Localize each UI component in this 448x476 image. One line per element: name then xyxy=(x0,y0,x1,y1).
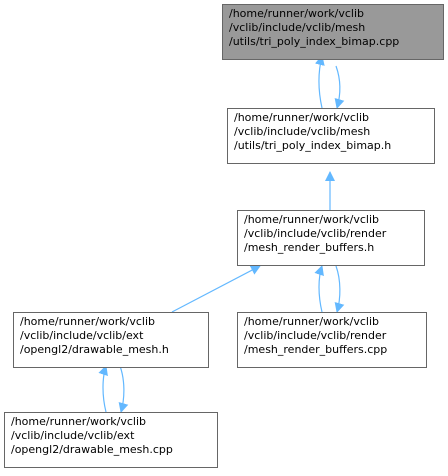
edge-h-to-cpp xyxy=(314,55,325,109)
node-label-line: /vclib/include/vclib/render xyxy=(244,227,387,240)
edge-drawable-mesh-cpp-to-h xyxy=(98,365,108,413)
node-label-line: /utils/tri_poly_index_bimap.cpp xyxy=(229,35,400,48)
node-tri-poly-index-bimap-cpp[interactable]: /home/runner/work/vclib /vclib/include/v… xyxy=(222,4,444,60)
edge-cpp-to-h xyxy=(334,65,345,109)
node-drawable-mesh-h[interactable]: /home/runner/work/vclib /vclib/include/v… xyxy=(13,312,209,368)
node-label-line: /home/runner/work/vclib xyxy=(229,7,365,20)
node-label-line: /vclib/include/vclib/ext xyxy=(20,329,144,342)
node-label-line: /opengl2/drawable_mesh.h xyxy=(20,343,169,356)
node-label-line: /home/runner/work/vclib xyxy=(244,315,380,328)
node-label-line: /home/runner/work/vclib xyxy=(11,415,147,428)
node-label-line: /utils/tri_poly_index_bimap.h xyxy=(234,139,392,152)
edge-render-buffers-cpp-to-h xyxy=(314,265,324,313)
edge-render-buffers-h-to-cpp xyxy=(334,265,345,313)
edge-drawable-mesh-h-to-render-buffers-h xyxy=(171,265,261,313)
node-mesh-render-buffers-cpp[interactable]: /home/runner/work/vclib /vclib/include/v… xyxy=(237,312,427,368)
node-label-line: /vclib/include/vclib/ext xyxy=(11,429,135,442)
node-tri-poly-index-bimap-h[interactable]: /home/runner/work/vclib /vclib/include/v… xyxy=(227,108,435,164)
node-label-line: /vclib/include/vclib/mesh xyxy=(229,21,366,34)
node-mesh-render-buffers-h[interactable]: /home/runner/work/vclib /vclib/include/v… xyxy=(237,210,425,266)
node-drawable-mesh-cpp[interactable]: /home/runner/work/vclib /vclib/include/v… xyxy=(4,412,218,468)
node-label-line: /mesh_render_buffers.cpp xyxy=(244,343,388,356)
node-label-line: /opengl2/drawable_mesh.cpp xyxy=(11,443,173,456)
node-label-line: /vclib/include/vclib/render xyxy=(244,329,387,342)
edge-drawable-mesh-h-to-cpp xyxy=(118,365,129,413)
node-label-line: /vclib/include/vclib/mesh xyxy=(234,125,371,138)
node-label-line: /home/runner/work/vclib xyxy=(20,315,156,328)
node-label-line: /home/runner/work/vclib xyxy=(234,111,370,124)
node-label-line: /mesh_render_buffers.h xyxy=(244,241,375,254)
node-label-line: /home/runner/work/vclib xyxy=(244,213,380,226)
